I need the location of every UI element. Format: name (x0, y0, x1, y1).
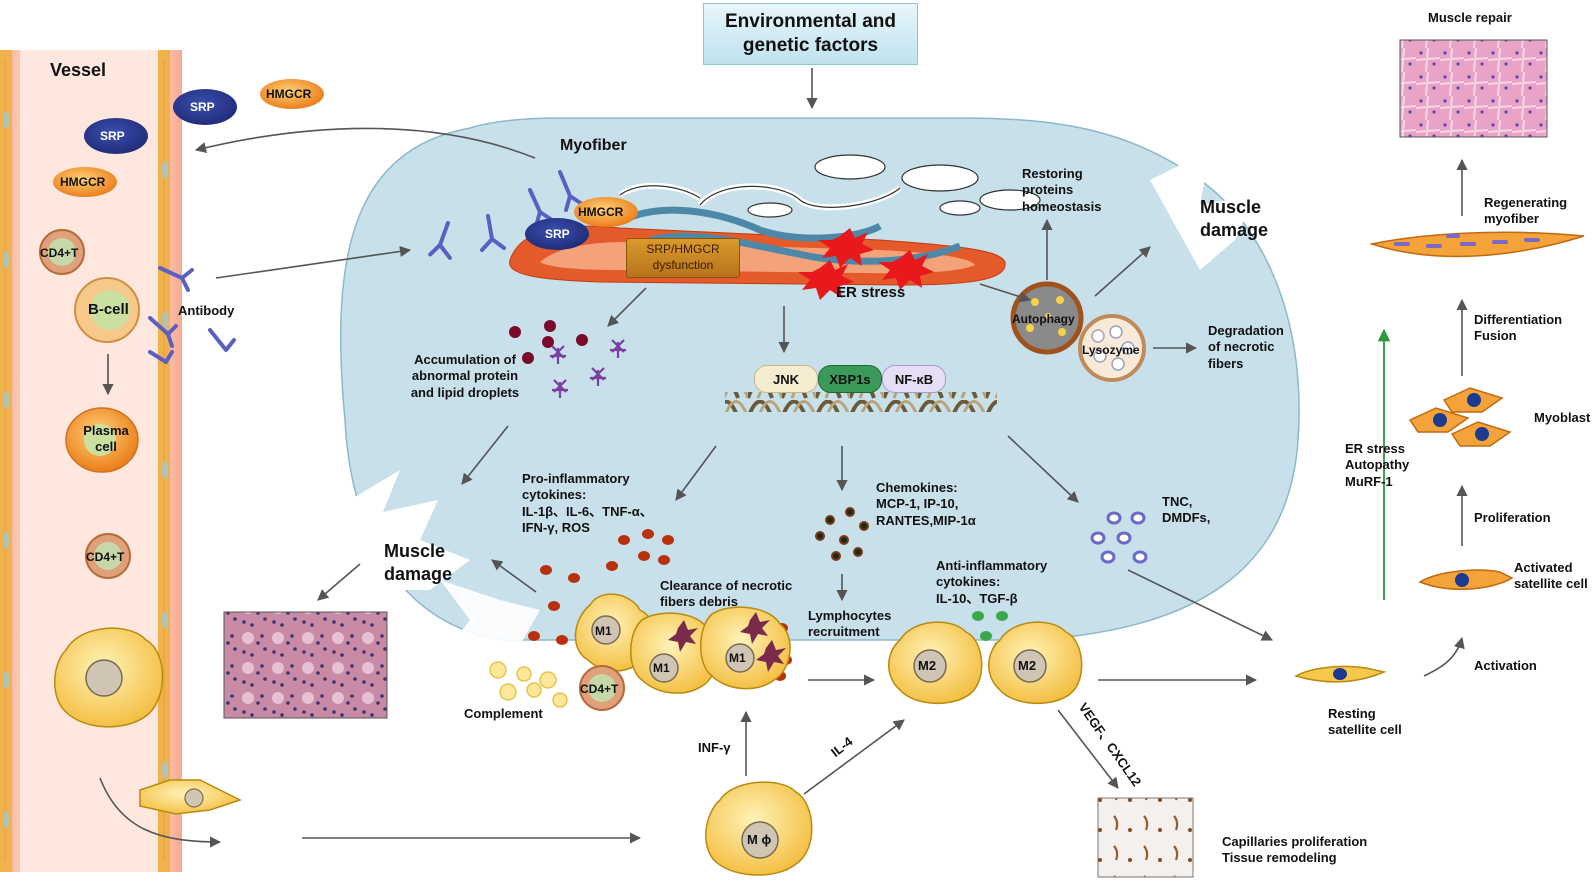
pro-inflammatory-label: Pro-inflammatory cytokines: IL-1β、IL-6、T… (522, 471, 653, 535)
hmgcr-vessel-2 (260, 79, 324, 109)
m1-label-2: M1 (653, 661, 670, 675)
er-stress-repair-label: ER stress Autopathy MuRF-1 (1345, 441, 1410, 489)
srp-hmgcr-dysfunction-box: SRP/HMGCR dysfunction (626, 238, 740, 278)
tear-left (350, 470, 470, 590)
antibody-label: Antibody (178, 303, 235, 318)
regenerating-label: Regenerating myofiber (1484, 195, 1568, 227)
muscle-repair-histology (1399, 39, 1548, 138)
anti-inflammatory-label: Anti-inflammatory cytokines: IL-10、TGF-β (936, 558, 1048, 606)
m1-label-3: M1 (729, 651, 746, 665)
nfkb-pill: NF-κB (882, 365, 946, 393)
srp-myofiber (525, 218, 589, 250)
capillaries-label: Capillaries proliferation Tissue remodel… (1222, 834, 1368, 866)
degradation-label: Degradation of necrotic fibers (1208, 323, 1284, 371)
stress-burst-1 (818, 228, 874, 268)
jnk-pill: JNK (754, 365, 818, 393)
regenerating-nuclei (1394, 234, 1540, 248)
stress-burst-2 (798, 260, 854, 300)
cd4t-label-3: CD4+T (580, 682, 619, 696)
tnc-label: TNC, DMDFs, (1162, 494, 1211, 526)
xbp1s-pill: XBP1s (818, 365, 882, 393)
vesicle-5 (747, 202, 793, 218)
vessel-label: Vessel (50, 60, 107, 80)
tear-bottom (440, 580, 540, 645)
complement-particles (489, 661, 568, 708)
srp-vessel-1 (84, 118, 148, 154)
myoblast-label: Myoblast (1534, 410, 1591, 425)
vessel-left-edge (0, 50, 12, 872)
activated-label: Activated satellite cell (1514, 560, 1588, 592)
bcell-label: B-cell (88, 301, 129, 318)
capillaries-histology (1097, 797, 1194, 878)
clearance-label: Clearance of necrotic fibers debris (660, 578, 793, 610)
stress-burst-3 (878, 250, 934, 290)
hmgcr-label-1: HMGCR (60, 175, 106, 189)
restoring-label: Restoring proteins homeostasis (1022, 166, 1102, 214)
antibody-group (148, 170, 584, 364)
vesicle-4 (939, 200, 981, 216)
myofiber-label: Myofiber (560, 137, 627, 154)
chemokine-dots (815, 507, 869, 561)
lysozyme-label: Lysozyme (1082, 343, 1140, 357)
tnc-dots (1090, 511, 1148, 564)
hmgcr-myofiber (574, 197, 638, 227)
plasma-cell-label: Plasma cell (83, 423, 129, 455)
dna-helix (725, 392, 997, 412)
m2-label-2: M2 (1018, 658, 1037, 673)
activation-label: Activation (1474, 658, 1537, 673)
complement-label: Complement (464, 706, 543, 721)
hmgcr-label-2: HMGCR (266, 87, 312, 101)
accumulation-label: Accumulation of abnormal protein and lip… (410, 352, 520, 400)
resting-label: Resting satellite cell (1328, 706, 1402, 738)
vesicle-2 (901, 164, 979, 192)
tear-right (1150, 150, 1255, 270)
autophagy-contents (1026, 296, 1066, 336)
chemokines-label: Chemokines: MCP-1, IP-10, RANTES,MIP-1α (876, 480, 976, 528)
srp-vessel-2 (173, 89, 237, 125)
vesicle-3 (979, 189, 1041, 211)
srp-label-2: SRP (190, 100, 215, 114)
protein-droplets (509, 320, 588, 364)
cd4t-label-2: CD4+T (86, 550, 125, 564)
proliferation-label: Proliferation (1474, 510, 1551, 525)
vesicle-1 (814, 154, 886, 180)
autophagy-label: Autophagy (1012, 312, 1075, 326)
hmgcr-vessel-1 (53, 167, 117, 197)
er-stress-label: ER stress (836, 284, 906, 301)
m2-label-1: M2 (918, 658, 937, 673)
mphi-label: M ϕ (747, 832, 772, 847)
muscle-damage-left-label: Muscle damage (384, 541, 453, 584)
m1-label-1: M1 (595, 624, 612, 638)
muscle-damage-right-label: Muscle damage (1200, 197, 1269, 240)
necrotic-debris (668, 612, 786, 672)
muscle-damage-histology (223, 611, 388, 719)
pathway-arrows (99, 68, 1468, 848)
lipid-droplets (550, 339, 626, 398)
differentiation-label: Differentiation Fusion (1474, 312, 1563, 344)
cd4t-label-1: CD4+T (40, 246, 79, 260)
inf-gamma-label: INF-γ (698, 740, 731, 755)
lymphocytes-label: Lymphocytes recruitment (808, 608, 892, 640)
environmental-genetic-box: Environmental and genetic factors (703, 3, 918, 65)
srp-label-1: SRP (100, 129, 125, 143)
muscle-repair-label: Muscle repair (1428, 10, 1512, 25)
srp-myofiber-label: SRP (545, 227, 570, 241)
hmgcr-myofiber-label: HMGCR (578, 205, 624, 219)
